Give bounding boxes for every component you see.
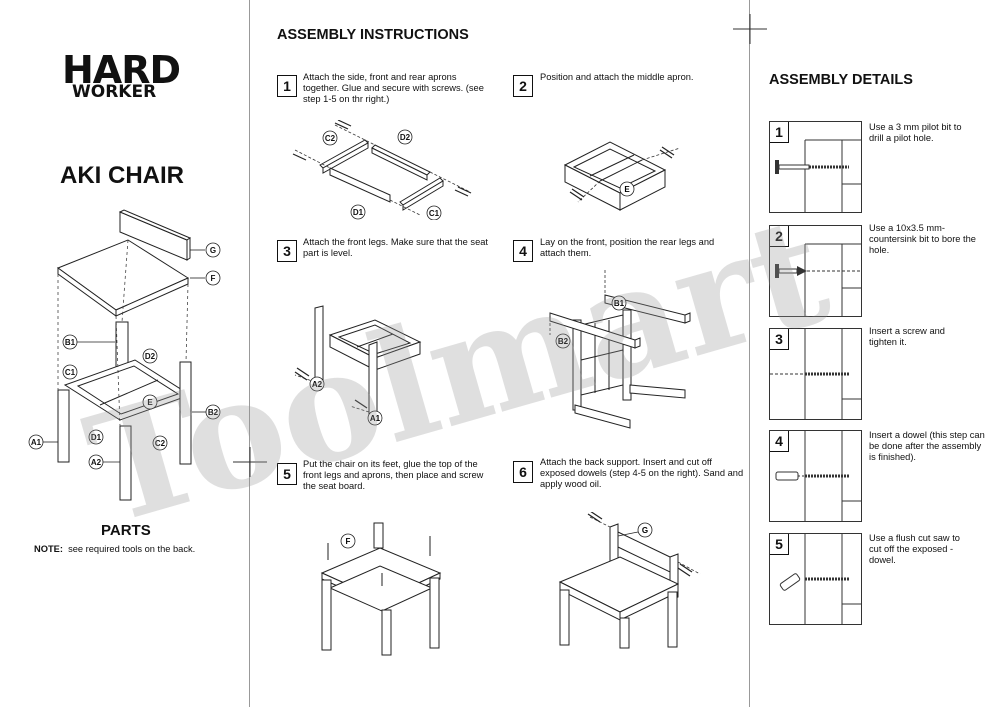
part-label: C2 (155, 439, 166, 448)
brand-logo-bottom: WORKER (72, 82, 157, 102)
detail-number: 4 (770, 431, 789, 452)
product-title: AKI CHAIR (60, 162, 184, 189)
parts-note-label: NOTE: (34, 544, 63, 554)
part-label: F (346, 537, 351, 546)
step-text: Lay on the front, position the rear legs… (540, 237, 715, 258)
detail-number: 2 (770, 226, 789, 247)
detail-box-5: 5 (769, 533, 862, 625)
parts-note-text: see required tools on the back. (68, 544, 196, 554)
part-label: B2 (558, 337, 569, 346)
detail-text: Insert a dowel (this step can be done af… (869, 430, 985, 462)
parts-heading: PARTS (101, 522, 151, 539)
step-text: Put the chair on its feet, glue the top … (303, 459, 484, 491)
step-6-diagram: G (558, 512, 701, 649)
step-number: 1 (277, 75, 297, 97)
step-5-diagram: F (320, 522, 442, 656)
registration-mark-top (733, 14, 767, 44)
detail-number: 3 (770, 329, 789, 350)
detail-number: 5 (770, 534, 789, 555)
detail-text: Insert a screw and tighten it. (869, 326, 945, 347)
part-label: B1 (614, 299, 625, 308)
part-label: E (147, 398, 153, 407)
step-number: 5 (277, 463, 297, 485)
part-label: D1 (91, 433, 102, 442)
detail-text: Use a 10x3.5 mm-countersink bit to bore … (869, 223, 976, 255)
part-label: F (211, 274, 216, 283)
part-label: B1 (65, 338, 76, 347)
detail-2-drawing (775, 243, 861, 316)
part-label: D1 (353, 208, 364, 217)
detail-box-1: 1 (769, 121, 862, 213)
detail-text: Use a 3 mm pilot bit to drill a pilot ho… (869, 122, 962, 143)
part-label: A1 (31, 438, 42, 447)
step-number: 3 (277, 240, 297, 262)
brand-logo-top: HARD (62, 48, 181, 92)
detail-3-drawing (770, 329, 861, 419)
parts-note: NOTE: see required tools on the back. (34, 544, 195, 554)
part-label: G (210, 246, 216, 255)
step-number: 2 (513, 75, 533, 97)
part-label: A2 (312, 380, 323, 389)
detail-box-4: 4 (769, 430, 862, 522)
part-label: B2 (208, 408, 219, 417)
column-divider-right (749, 0, 750, 707)
step-text: Attach the side, front and rear aprons t… (303, 72, 484, 104)
part-label: D2 (400, 133, 411, 142)
registration-mark-left (233, 447, 267, 477)
detail-4-drawing (775, 431, 861, 521)
step-number: 6 (513, 461, 533, 483)
detail-box-2: 2 (769, 225, 862, 317)
column-divider-left (249, 0, 250, 707)
detail-number: 1 (770, 122, 789, 143)
details-heading: ASSEMBLY DETAILS (769, 72, 913, 88)
step-text: Attach the back support. Insert and cut … (540, 457, 744, 489)
step-text: Attach the front legs. Make sure that th… (303, 237, 489, 258)
step-3-diagram: A2 A1 (294, 305, 422, 426)
step-text: Position and attach the middle apron. (540, 72, 694, 82)
step-1-diagram: C2 D2 D1 C1 (292, 120, 472, 220)
part-label: C1 (429, 209, 440, 218)
step-number: 4 (513, 240, 533, 262)
part-label: E (624, 185, 630, 194)
part-label: C2 (325, 134, 336, 143)
part-label: A2 (91, 458, 102, 467)
detail-1-drawing (775, 139, 861, 212)
detail-5-drawing (779, 534, 861, 624)
assembly-heading: ASSEMBLY INSTRUCTIONS (277, 27, 469, 43)
part-label: G (642, 526, 648, 535)
part-label: C1 (65, 368, 76, 377)
step-4-diagram: B1 B2 (549, 270, 691, 429)
part-label: A1 (370, 414, 381, 423)
detail-box-3: 3 (769, 328, 862, 420)
step-2-diagram: E (563, 141, 681, 211)
detail-text: Use a flush cut saw to cut off the expos… (869, 533, 960, 565)
exploded-chair-diagram: G F B1 D2 C1 E B2 A1 D1 C2 A2 (28, 209, 221, 501)
part-label: D2 (145, 352, 156, 361)
